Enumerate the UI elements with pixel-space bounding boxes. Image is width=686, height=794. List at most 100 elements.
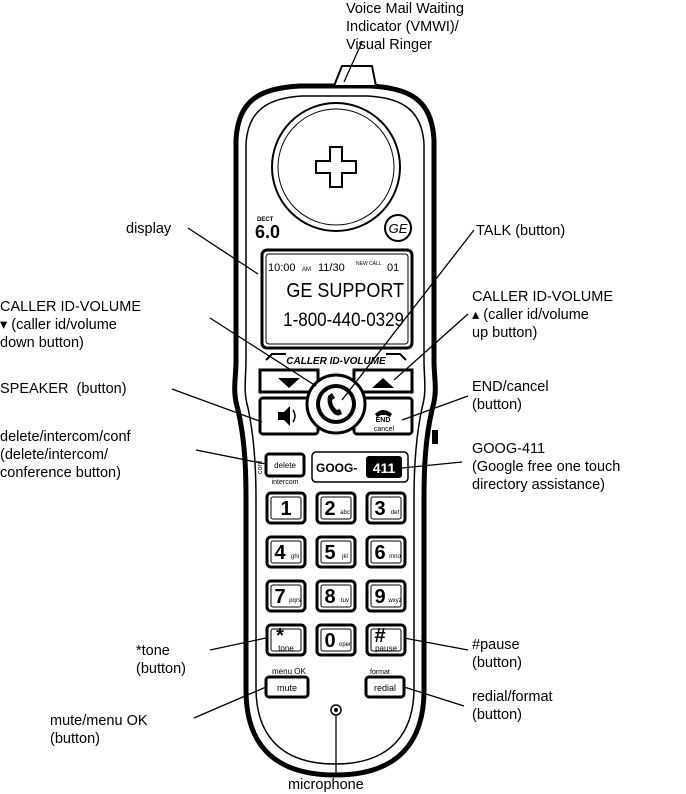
callout-line: (button) [472, 655, 522, 671]
keypad-key-2[interactable]: 2 abc [315, 491, 357, 525]
pound-pause-callout: #pause (button) [472, 636, 522, 672]
display-screen [260, 248, 414, 350]
speaker-callout: SPEAKER (button) [0, 380, 127, 398]
callout-line: CALLER ID-VOLUME [472, 289, 614, 305]
key-digit: 6 [374, 542, 385, 564]
callout-line: Voice Mail Waiting [346, 1, 464, 17]
dect-version: 6.0 [255, 222, 280, 242]
callout-line: SPEAKER (button) [0, 381, 127, 397]
goog-411-callout: GOOG-411 (Google free one touch directory … [472, 440, 620, 494]
talk-callout: TALK (button) [476, 222, 565, 240]
screen-caller-name: GE SUPPORT [286, 279, 404, 302]
conf-label: conf [257, 461, 264, 474]
key-letters: wxyz [387, 598, 401, 604]
key-digit: 1 [280, 498, 291, 520]
key-digit: 0 [324, 630, 335, 652]
keypad-key-3[interactable]: 3 def [365, 491, 407, 525]
format-label: format [370, 669, 390, 676]
callout-line: TALK (button) [476, 223, 566, 239]
microphone-callout: microphone [288, 776, 364, 794]
redial-format-callout: redial/format(button) [472, 688, 553, 724]
svg-text:GE: GE [389, 221, 408, 236]
key-letters: jkl [341, 554, 348, 560]
keypad-key-4[interactable]: 4 ghi [265, 535, 307, 569]
callout-line: mute/menu OK [50, 713, 148, 729]
caller-id-up-arrow-icon [372, 378, 394, 388]
goog-411-button[interactable] [366, 456, 402, 478]
callout-line: ▾ (caller id/volume [0, 317, 117, 333]
display-callout: display [126, 220, 171, 238]
key-digit: 9 [374, 586, 385, 608]
goog-label: GOOG- [316, 461, 357, 475]
key-letters: def [391, 510, 400, 516]
keypad-key-star[interactable]: *tone [265, 623, 307, 657]
keypad-key-7[interactable]: 7 pqrs [265, 579, 307, 613]
dect-label: DECT [257, 217, 274, 223]
screen-caller-number: 1-800-440-0329 [283, 308, 404, 330]
star-tone-callout: *tone (button) [136, 642, 186, 678]
delete-intercom-button[interactable] [264, 452, 306, 478]
keypad-key-pound[interactable]: #pause [365, 623, 407, 657]
callout-line: (button) [50, 731, 100, 747]
speaker-icon [278, 406, 296, 426]
key-digit: 8 [324, 586, 335, 608]
cancel-label: cancel [374, 426, 395, 433]
handset-inner-edge [244, 95, 426, 765]
callout-line: (button) [136, 661, 186, 677]
ge-logo: GE [384, 214, 412, 242]
mute-menu-callout: mute/menu OK (button) [50, 712, 148, 748]
talk-phone-icon [327, 393, 342, 416]
leader-lines [171, 41, 475, 774]
screen-time: 10:00 [268, 262, 296, 274]
key-letters: pqrs [289, 598, 301, 604]
keypad-key-6[interactable]: 6 mno [365, 535, 407, 569]
key-digit: 2 [324, 498, 335, 520]
callout-line: down button) [0, 335, 84, 351]
key-digit: 7 [274, 586, 285, 608]
delete-intercom-callout: delete/intercom/conf (delete/intercom/con… [0, 428, 131, 482]
key-letters: ghi [291, 554, 299, 560]
vmwi-indicator [332, 65, 378, 87]
key-letters: tuv [341, 598, 349, 604]
end-label: END [376, 417, 391, 424]
key-letters: oper [339, 642, 351, 648]
caller-id-down-arrow-icon [278, 378, 300, 388]
side-button[interactable] [432, 430, 438, 444]
key-digit: 3 [374, 498, 385, 520]
key-digit: * [276, 625, 284, 647]
screen-count: 01 [387, 262, 399, 274]
callout-line: GOOG-411 [472, 441, 546, 457]
callout-line: (button) [472, 707, 522, 723]
keypad-key-8[interactable]: 8 tuv [315, 579, 357, 613]
callout-line: conference button) [0, 465, 121, 481]
keypad-key-0[interactable]: 0 oper [315, 623, 357, 657]
callout-line: *tone [136, 643, 170, 659]
callout-line: (Google free one touch [472, 459, 621, 475]
key-letters: pause [375, 644, 397, 653]
callout-line: up button) [472, 325, 538, 341]
keypad-key-1[interactable]: 1 [265, 491, 307, 525]
screen-ampm: AM [302, 267, 311, 273]
callout-line: #pause [472, 637, 520, 653]
screen-new-call: NEW CALL [356, 261, 382, 267]
callout-line: directory assistance) [472, 477, 605, 493]
key-letters: abc [340, 510, 350, 516]
callout-line: delete/intercom/conf [0, 429, 131, 445]
delete-label: delete [274, 461, 296, 470]
key-digit: 4 [274, 542, 286, 564]
callout-line: (delete/intercom/ [0, 447, 108, 463]
key-letters: mno [389, 554, 401, 560]
end-cancel-callout: END/cancel(button) [472, 378, 549, 414]
redial-label: redial [374, 683, 396, 693]
intercom-label: intercom [272, 479, 299, 486]
end-phone-icon [375, 410, 392, 417]
callout-line: microphone [288, 777, 364, 793]
